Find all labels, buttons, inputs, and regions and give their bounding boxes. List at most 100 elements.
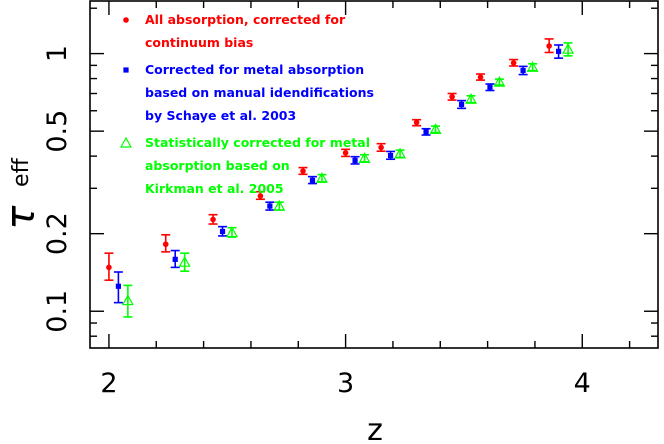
point-marker [520,67,526,74]
y-tick-label: 1 [42,45,73,62]
x-tick-label: 4 [574,368,591,399]
point-marker [119,136,133,148]
series-2 [121,42,575,318]
data-point [376,142,386,152]
legend-label: continuum bias [145,35,253,50]
legend-label: by Schaye et al. 2003 [145,108,296,123]
legend-label: Corrected for metal absorption [145,62,364,77]
data-marks [104,38,575,318]
point-marker [225,226,239,238]
legend: All absorption, corrected for continuum b… [119,12,374,196]
svg-text:τ eff: τ eff [0,157,44,229]
y-axis-label-symbol: τ [0,205,44,230]
data-point [554,44,564,59]
legend-label: absorption based on [145,158,290,173]
data-point [161,234,171,253]
data-point [341,148,351,158]
data-point [225,226,239,238]
y-tick-label: 0.5 [42,110,73,153]
point-marker [429,123,442,134]
point-marker [556,48,562,54]
data-point [307,175,317,185]
point-marker [387,152,394,159]
data-point [208,213,218,225]
point-marker [342,150,349,156]
plot-frame [89,0,659,349]
point-marker [510,60,517,66]
point-marker [413,119,420,126]
point-marker [273,199,286,211]
data-point [412,118,422,127]
data-point [518,65,528,76]
legend-label: Statistically corrected for metal [145,135,370,150]
legend-label: Kirkman et al. 2005 [145,181,284,196]
data-point [255,190,265,201]
data-point [447,92,457,101]
data-point [170,249,180,269]
point-marker [162,241,169,248]
point-marker [394,147,407,159]
data-point [429,123,442,134]
data-point [465,93,478,104]
point-marker [378,144,384,151]
point-marker [315,172,328,183]
point-marker [121,294,134,306]
point-marker [458,101,465,108]
point-marker [526,61,539,72]
data-point [121,284,134,318]
point-marker [309,177,316,183]
data-point [265,201,275,211]
point-marker [267,203,273,209]
data-point [562,42,575,57]
y-axis-label-subscript: eff [9,157,34,187]
data-point [421,127,431,136]
legend-item-2: Statistically corrected for metal absorpt… [119,135,370,196]
point-marker [546,43,552,49]
data-point [457,99,467,110]
data-point [485,83,495,92]
point-marker [465,93,478,104]
data-point [358,152,371,163]
point-marker [423,129,429,135]
axis-ticks [90,1,658,348]
point-marker [352,157,358,163]
data-point [273,199,286,211]
y-axis-label: τ eff [0,157,44,229]
data-point [493,75,506,87]
data-point [104,252,114,281]
point-marker [172,256,178,262]
point-marker [487,84,493,90]
data-point [315,172,328,183]
data-point [350,155,360,165]
point-marker [115,283,121,289]
point-marker [178,255,191,267]
data-point [476,73,485,81]
point-marker [210,216,216,223]
legend-label: based on manual idendifications [145,85,374,100]
data-point [526,61,539,72]
data-point [218,225,228,237]
point-marker [562,42,575,54]
legend-item-0: All absorption, corrected for continuum b… [123,12,346,50]
point-marker [477,74,484,80]
x-tick-label: 2 [100,368,117,399]
data-point [113,271,123,304]
data-point [386,150,396,161]
point-marker [493,75,506,87]
data-point [178,252,191,273]
y-tick-label: 0.2 [42,212,73,255]
point-marker [123,17,129,23]
point-marker [300,168,306,174]
point-marker [106,264,112,271]
data-point [298,166,308,176]
point-marker [219,228,226,235]
series-0 [104,38,554,281]
y-tick-label: 0.1 [42,290,73,333]
data-point [394,147,407,159]
legend-label: All absorption, corrected for [145,12,346,27]
data-point [544,38,554,54]
point-marker [358,152,371,163]
point-marker [123,67,129,73]
